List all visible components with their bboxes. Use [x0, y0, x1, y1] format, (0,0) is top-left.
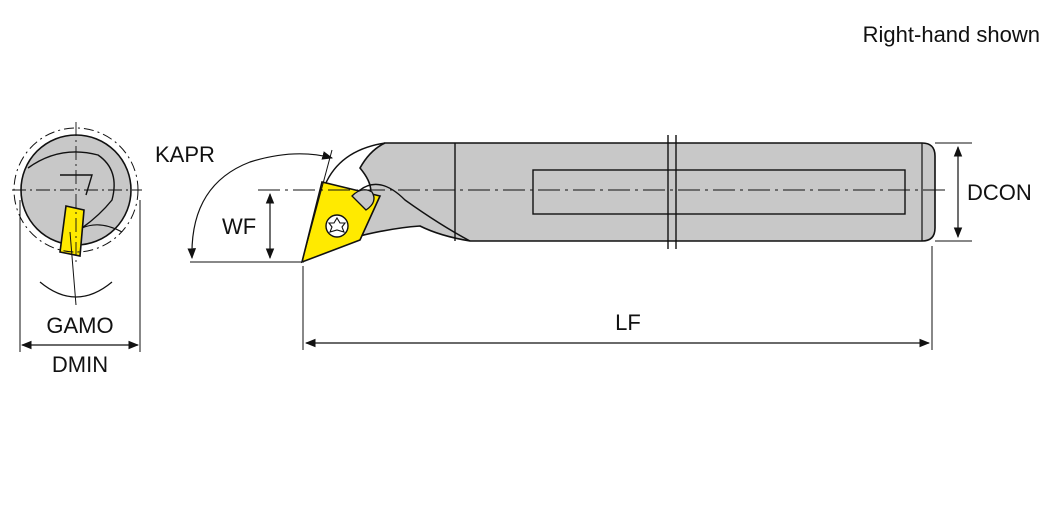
gamo-line — [69, 231, 77, 306]
torx-screw-icon — [325, 214, 349, 238]
shank-flat — [532, 169, 906, 215]
end-view-chip-groove — [60, 174, 93, 196]
gamo-arc — [39, 281, 113, 298]
kapr-arc — [187, 151, 334, 260]
end-view-face-curve — [27, 151, 115, 229]
lf-label: LF — [615, 310, 641, 335]
kapr-annotation — [187, 149, 334, 263]
end-view — [12, 122, 142, 352]
wf-label: WF — [222, 214, 256, 239]
end-view-insert — [59, 205, 85, 257]
dmin-label: DMIN — [52, 352, 108, 377]
kapr-label: KAPR — [155, 142, 215, 167]
side-view — [258, 135, 945, 264]
dcon-label: DCON — [967, 180, 1032, 205]
insert-clamp — [351, 189, 375, 211]
end-view-lower-curve — [81, 224, 123, 233]
gamo-label: GAMO — [46, 313, 113, 338]
orientation-note: Right-hand shown — [863, 22, 1040, 47]
tool-shank — [351, 142, 936, 242]
